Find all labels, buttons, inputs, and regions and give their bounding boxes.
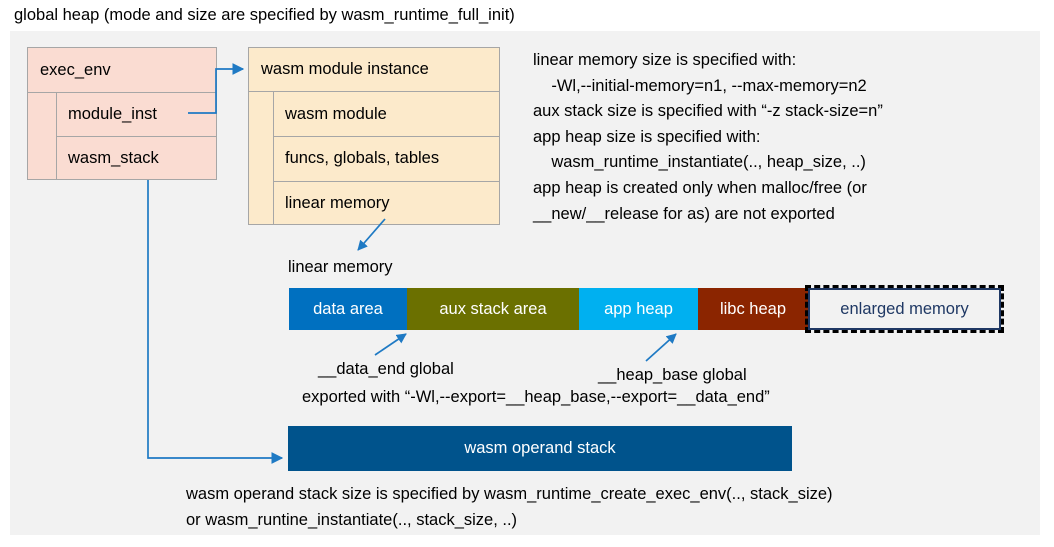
wasm-module-instance-body: wasm module funcs, globals, tables linea… <box>249 92 499 225</box>
field-funcs-globals-tables: funcs, globals, tables <box>274 136 499 180</box>
exec-env-fields: module_inst wasm_stack <box>57 93 216 180</box>
exec-env-header: exec_env <box>28 48 216 93</box>
operand-stack-note: wasm operand stack size is specified by … <box>186 485 833 529</box>
linear-memory-note: linear memory size is specified with: -W… <box>533 51 883 223</box>
annotation-heap-base: __heap_base global <box>598 366 747 384</box>
field-wasm-module: wasm module <box>285 104 387 123</box>
memory-segment-data-area: data area <box>289 288 407 330</box>
memory-segment-aux-stack-area: aux stack area <box>407 288 579 330</box>
wasm-operand-stack-box: wasm operand stack <box>288 426 792 471</box>
linear-memory-bar: data area aux stack area app heap libc heap… <box>289 285 1004 333</box>
annotation-exported-with: exported with “-Wl,--export=__heap_base,… <box>302 388 770 406</box>
memory-segment-app-heap: app heap <box>579 288 698 330</box>
wasm-module-instance-fields: wasm module funcs, globals, tables linea… <box>274 92 499 225</box>
annotation-data-end: __data_end global <box>318 360 454 378</box>
page-title: global heap (mode and size are specified… <box>14 6 515 24</box>
memory-segment-label: aux stack area <box>439 299 547 318</box>
wasm-module-instance-gutter <box>249 92 274 225</box>
wasm-operand-stack-label: wasm operand stack <box>464 439 616 457</box>
wasm-module-instance-box: wasm module instance wasm module funcs, … <box>248 47 500 225</box>
linear-memory-caption: linear memory <box>288 258 393 276</box>
memory-segment-libc-heap: libc heap <box>698 288 808 330</box>
memory-segment-label: data area <box>313 299 383 318</box>
exec-env-body: module_inst wasm_stack <box>28 93 216 180</box>
exec-env-field-module-inst: module_inst <box>68 105 157 123</box>
exec-env-gutter <box>28 93 57 180</box>
memory-segment-label: libc heap <box>719 299 787 318</box>
wasm-module-instance-header: wasm module instance <box>249 48 499 92</box>
memory-segment-label: enlarged memory <box>840 299 969 318</box>
exec-env-box: exec_env module_inst wasm_stack <box>27 47 217 180</box>
exec-env-field-wasm-stack: wasm_stack <box>57 136 216 179</box>
memory-segment-enlarged-memory: enlarged memory <box>805 285 1004 333</box>
memory-segment-label: app heap <box>604 299 673 318</box>
field-linear-memory: linear memory <box>274 180 499 225</box>
